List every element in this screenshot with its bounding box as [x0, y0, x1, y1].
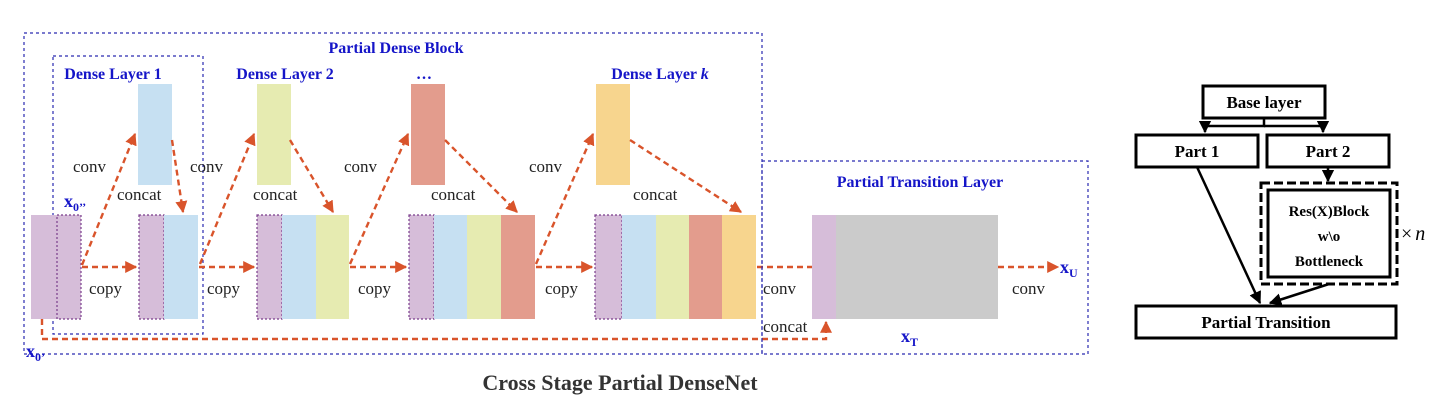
feature-box-layer-2 [257, 84, 291, 185]
transition-conv-left-label: conv [763, 279, 797, 298]
conv-label-3: conv [344, 157, 378, 176]
copy-label-2: copy [207, 279, 241, 298]
feature-box-layer-k [596, 84, 630, 185]
copy-label-3: copy [358, 279, 392, 298]
stack-1-purple [138, 214, 165, 320]
partial-transition-layer-title: Partial Transition Layer [837, 174, 1004, 191]
stack-k-purple [594, 214, 623, 320]
xT-label: xT [901, 326, 918, 349]
stack-2-purple [256, 214, 283, 320]
conv-label-k: conv [529, 157, 563, 176]
concat-arrow-1 [170, 139, 188, 214]
stack-3-purple [408, 214, 435, 320]
concat-arrow-2 [288, 139, 335, 214]
concat-label-3: concat [431, 185, 476, 204]
partial-transition-label: Partial Transition [1201, 313, 1331, 332]
stack-3-yellow [467, 215, 501, 319]
stack-k-blue [622, 215, 656, 319]
copy-label-k: copy [545, 279, 579, 298]
stack-3-red [501, 215, 535, 319]
x0-double-prime-label: x0’’ [64, 191, 86, 214]
copy-label-1: copy [89, 279, 123, 298]
dense-layer-1-frame [52, 55, 204, 335]
res-block-line-2: w\o [1318, 229, 1341, 245]
base-to-part2-arrow [1264, 120, 1330, 134]
conv-arrow-3 [348, 132, 410, 265]
concat-arrow-k [629, 138, 743, 214]
stack-2-blue [282, 215, 316, 319]
transition-concat-label: concat [763, 317, 808, 336]
concat-label-1: concat [117, 185, 162, 204]
transition-purple-box [812, 215, 836, 319]
times-n-label: ×n [1401, 223, 1425, 245]
input-x0-part1-box [31, 215, 57, 319]
x0-single-prime-label: x0’ [26, 341, 45, 364]
concat-label-2: concat [253, 185, 298, 204]
conv-arrow-1 [80, 132, 137, 266]
concat-arrow-3 [444, 139, 518, 213]
base-layer-box [1201, 84, 1327, 120]
stack-3-blue [434, 215, 467, 319]
conv-label-2: conv [190, 157, 224, 176]
part1-to-transition-arrow [1195, 166, 1262, 305]
part-1-box [1134, 133, 1260, 169]
input-x0-part2-box [56, 214, 82, 320]
concat-label-k: concat [633, 185, 678, 204]
stack-1-blue [164, 215, 198, 319]
dense-layer-2-label: Dense Layer 2 [236, 66, 333, 83]
dense-layer-k-label: Dense Layer k [611, 66, 708, 83]
cross-stage-bypass-path [40, 319, 832, 341]
partial-dense-block-title: Partial Dense Block [328, 40, 463, 57]
stack-k-yellow [656, 215, 689, 319]
base-to-part1-arrow [1198, 118, 1266, 134]
stack-k-orange [722, 215, 756, 319]
part-1-label: Part 1 [1175, 142, 1220, 161]
xU-label: xU [1060, 257, 1078, 280]
feature-box-layer-ellipsis [411, 84, 445, 185]
conv-arrow-k [534, 132, 595, 265]
res-block-line-3: Bottleneck [1295, 254, 1364, 270]
dense-layer-ellipsis-label: … [416, 66, 432, 83]
stack-k-red [689, 215, 722, 319]
partial-transition-box [1134, 304, 1398, 340]
resblock-to-transition-arrow [1268, 282, 1330, 306]
dense-layer-1-label: Dense Layer 1 [64, 66, 161, 83]
stack-2-yellow [316, 215, 349, 319]
res-block-line-1: Res(X)Block [1289, 204, 1370, 220]
partial-transition-layer-frame [761, 160, 1089, 355]
diagram-caption: Cross Stage Partial DenseNet [482, 370, 758, 395]
base-layer-label: Base layer [1226, 93, 1302, 112]
part-2-label: Part 2 [1306, 142, 1351, 161]
transition-conv-right-label: conv [1012, 279, 1046, 298]
partial-dense-block-frame [23, 32, 763, 355]
conv-arrow-2 [198, 132, 256, 265]
transition-gray-box [836, 215, 998, 319]
res-block-inner-box [1266, 188, 1392, 279]
conv-label-1: conv [73, 157, 107, 176]
feature-box-layer-1 [138, 84, 172, 185]
